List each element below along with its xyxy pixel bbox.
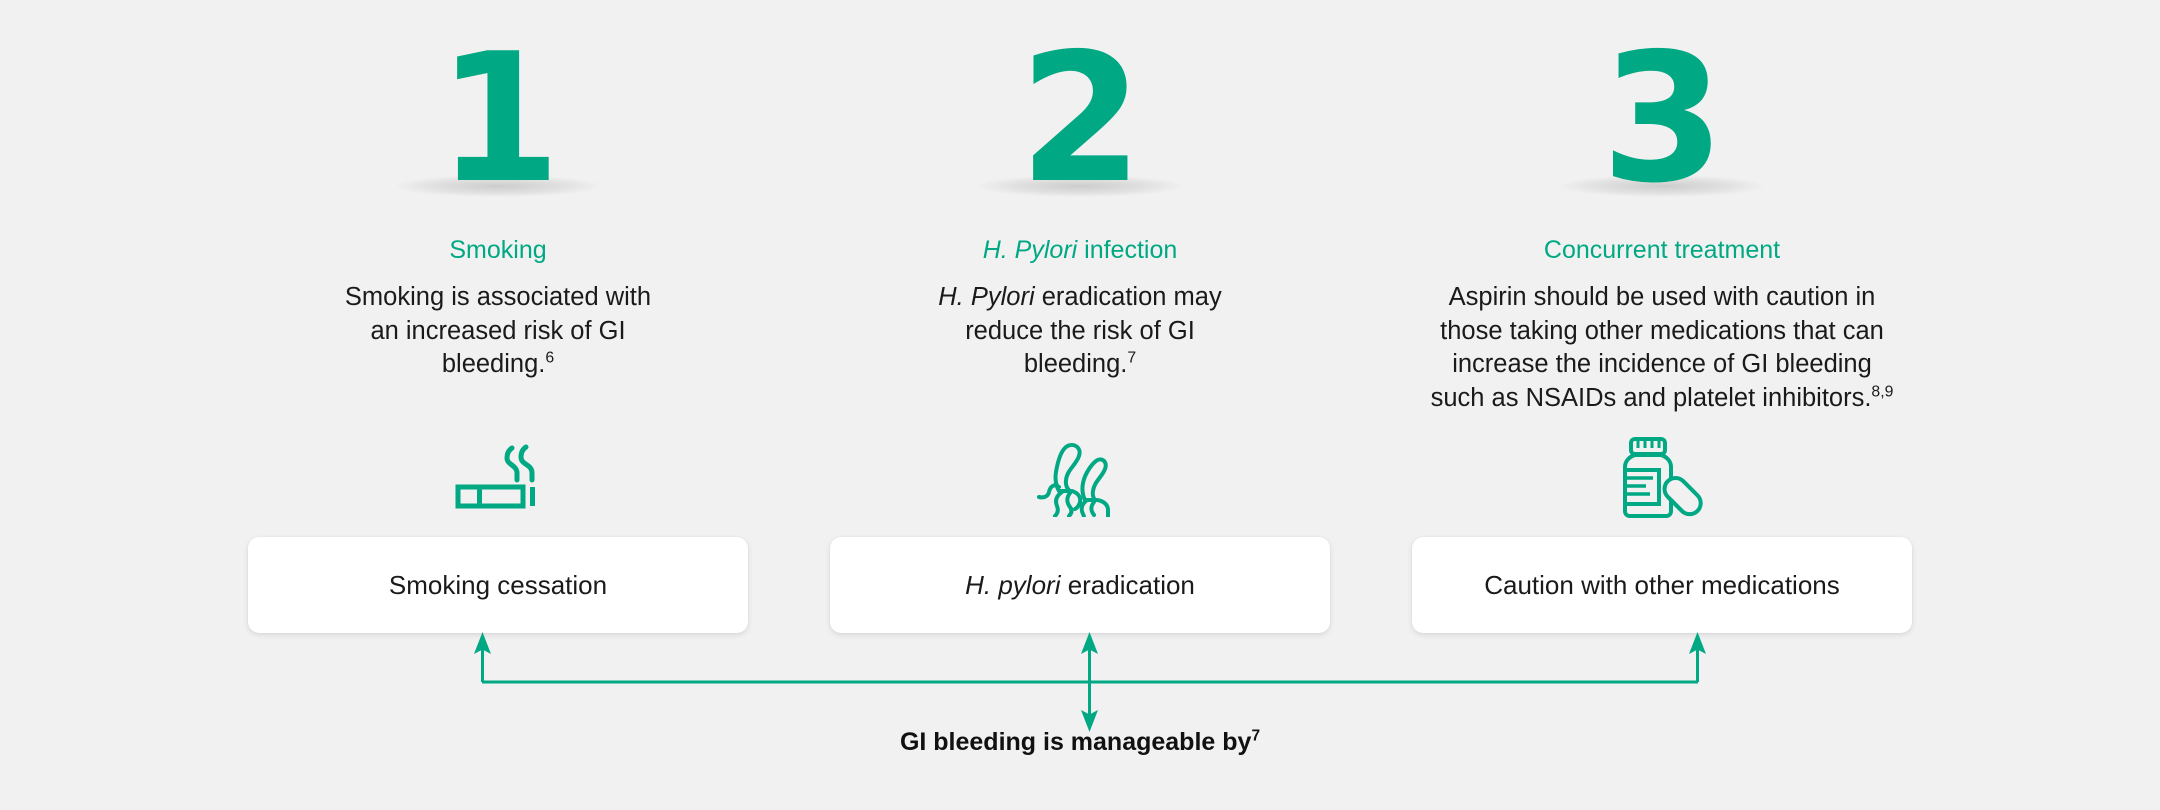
column-concurrent-treatment: 3 Concurrent treatment Aspirin should be… (1412, 0, 1912, 560)
bacteria-icon (1025, 438, 1135, 518)
cigarette-icon (443, 438, 553, 518)
footer-caption: GI bleeding is manageable by7 (0, 728, 2160, 757)
numeral-wrap-3: 3 (1412, 28, 1912, 197)
action-card-h-pylori-eradication[interactable]: H. pylori eradication (830, 537, 1330, 633)
column-body-text-2: eradication may reduce the risk of GI bl… (965, 283, 1222, 379)
column-heading-3: Concurrent treatment (1544, 235, 1780, 265)
column-body-superscript-2: 7 (1127, 349, 1137, 367)
footer-caption-text: GI bleeding is manageable by (899, 728, 1252, 756)
column-heading-text-2: infection (1077, 236, 1178, 264)
column-heading-1: Smoking (449, 235, 546, 265)
footer-caption-superscript: 7 (1251, 727, 1261, 745)
column-body-text-3: Aspirin should be used with caution in t… (1430, 283, 1884, 412)
column-body-text-1: Smoking is associated with an increased … (344, 283, 652, 379)
action-card-label-text-2: eradication (1060, 569, 1195, 600)
column-heading-text-1: Smoking (449, 236, 547, 264)
step-numeral-3: 3 (1601, 46, 1723, 193)
column-h-pylori: 2 H. Pylori infection H. Pylori eradicat… (830, 0, 1330, 560)
column-body-3: Aspirin should be used with caution in t… (1427, 281, 1897, 416)
column-smoking: 1 Smoking Smoking is associated with an … (248, 0, 748, 560)
action-card-label-2: H. pylori eradication (965, 570, 1195, 601)
column-heading-2: H. Pylori infection (983, 235, 1178, 265)
column-body-superscript-3: 8,9 (1871, 383, 1894, 401)
column-body-2: H. Pylori eradication may reduce the ris… (930, 281, 1230, 382)
column-heading-italic-2: H. Pylori (982, 236, 1078, 264)
action-card-label-text-3: Caution with other medications (1484, 569, 1840, 600)
action-card-label-text-1: Smoking cessation (388, 569, 608, 600)
numeral-wrap-1: 1 (248, 28, 748, 197)
step-numeral-1: 1 (437, 46, 559, 193)
action-card-smoking-cessation[interactable]: Smoking cessation (248, 537, 748, 633)
bracket-connector (460, 630, 1720, 740)
column-body-italic-2: H. Pylori (938, 283, 1035, 311)
column-body-superscript-1: 6 (545, 349, 555, 367)
action-card-caution-medications[interactable]: Caution with other medications (1412, 537, 1912, 633)
numeral-wrap-2: 2 (830, 28, 1330, 197)
pill-bottle-icon (1607, 437, 1717, 518)
action-card-label-3: Caution with other medications (1484, 570, 1840, 601)
step-numeral-2: 2 (1019, 46, 1141, 193)
column-heading-text-3: Concurrent treatment (1543, 236, 1781, 264)
action-card-label-1: Smoking cessation (389, 570, 607, 601)
column-body-1: Smoking is associated with an increased … (333, 281, 663, 382)
columns-container: 1 Smoking Smoking is associated with an … (248, 0, 1912, 560)
action-card-label-italic-2: H. pylori (965, 569, 1061, 600)
